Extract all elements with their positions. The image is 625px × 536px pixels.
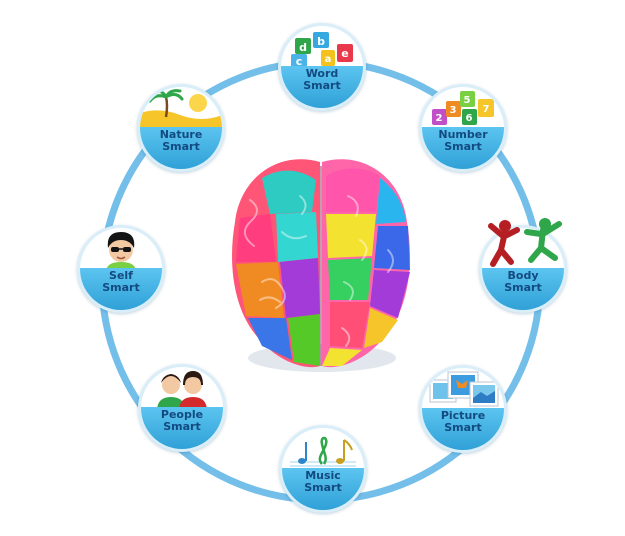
node-subtitle: Smart (163, 420, 201, 433)
node-base (482, 268, 564, 310)
node-base (282, 468, 364, 510)
node-base (281, 66, 363, 108)
node-base (141, 407, 223, 449)
node-title: Music (305, 469, 341, 482)
number-smart-node[interactable]: 2 3 5 6 7 Number Smart (419, 84, 507, 172)
sunglasses-face-icon (106, 232, 136, 272)
node-subtitle: Smart (504, 281, 542, 294)
svg-text:6: 6 (466, 113, 473, 124)
svg-text:7: 7 (483, 104, 490, 115)
node-title: Body (507, 269, 539, 282)
people-smart-node[interactable]: People Smart (138, 364, 226, 452)
node-base (422, 408, 504, 450)
svg-text:d: d (299, 41, 307, 54)
node-subtitle: Smart (444, 421, 482, 434)
svg-text:b: b (317, 35, 325, 48)
node-title: Word (305, 67, 339, 80)
body-smart-node[interactable]: Body Smart (479, 225, 567, 313)
node-base (422, 127, 504, 169)
svg-text:a: a (325, 54, 332, 65)
nature-smart-node[interactable]: Nature Smart (137, 84, 225, 172)
node-title: Self (109, 269, 133, 282)
node-subtitle: Smart (102, 281, 140, 294)
colorful-brain-image (232, 159, 410, 372)
node-subtitle: Smart (162, 140, 200, 153)
photos-icon (429, 371, 499, 407)
node-subtitle: Smart (444, 140, 482, 153)
svg-text:2: 2 (436, 113, 443, 124)
node-subtitle: Smart (304, 481, 342, 494)
word-smart-node[interactable]: d c b a e Word Smart (278, 23, 366, 111)
node-title: People (160, 408, 204, 421)
svg-text:3: 3 (450, 105, 457, 116)
music-smart-node[interactable]: Music Smart (279, 425, 367, 513)
svg-text:e: e (341, 47, 348, 60)
node-title: Picture (440, 409, 486, 422)
music-notes-icon (290, 436, 356, 467)
letter-blocks-icon: d c b a e (291, 32, 353, 68)
beach-palm-icon (140, 89, 222, 131)
node-base (80, 268, 162, 310)
two-people-icon (157, 371, 207, 411)
node-base (140, 127, 222, 169)
node-title: Nature (159, 128, 203, 141)
svg-text:5: 5 (464, 95, 471, 106)
number-blocks-icon: 2 3 5 6 7 (432, 91, 494, 125)
node-subtitle: Smart (303, 79, 341, 92)
jumping-kids-icon (488, 218, 562, 267)
picture-smart-node[interactable]: Picture Smart (419, 365, 507, 453)
node-title: Number (438, 128, 488, 141)
svg-text:c: c (296, 55, 303, 68)
self-smart-node[interactable]: Self Smart (77, 225, 165, 313)
